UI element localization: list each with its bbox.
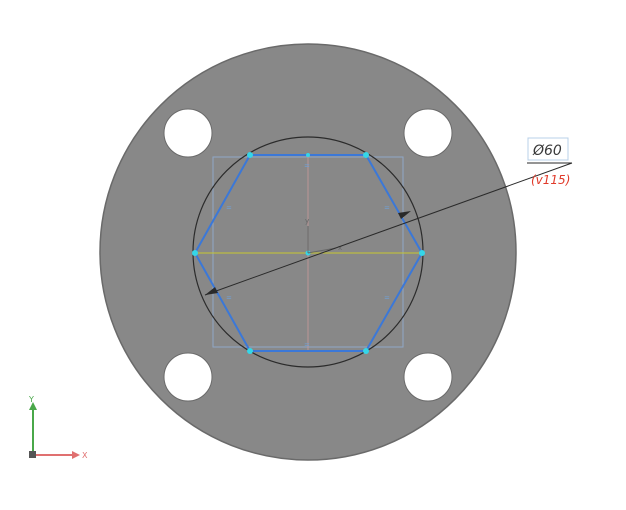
diameter-dimension[interactable]: Ø60 (v115): [204, 137, 573, 296]
bolt-hole-top-left[interactable]: [163, 108, 213, 158]
y-axis-label: Y: [28, 395, 34, 404]
dimension-arrow-right: [398, 211, 411, 219]
bolt-hole-bottom-left[interactable]: [163, 352, 213, 402]
vertex-point[interactable]: [419, 250, 425, 256]
axes-indicator: Y X: [28, 395, 88, 460]
dimension-value[interactable]: Ø60: [532, 143, 562, 159]
equal-constraint-mark: =: [226, 204, 232, 212]
vertex-point[interactable]: [363, 348, 369, 354]
x-axis-arrow: [72, 451, 80, 459]
equal-constraint-mark: =: [304, 162, 310, 170]
sketch-origin-icon: y x: [305, 217, 342, 254]
vertex-point[interactable]: [247, 348, 253, 354]
bolt-hole-top-right[interactable]: [403, 108, 453, 158]
dimension-arrow-left: [205, 287, 218, 295]
vertex-point[interactable]: [192, 250, 198, 256]
dimension-line[interactable]: [204, 162, 573, 296]
bolt-hole-bottom-right[interactable]: [403, 352, 453, 402]
dimension-variable[interactable]: (v115): [531, 173, 570, 187]
sketch-origin-x-label: x: [338, 244, 342, 252]
equal-constraint-mark: =: [304, 341, 310, 349]
y-axis-arrow: [29, 402, 37, 410]
equal-constraint-mark: =: [384, 204, 390, 212]
midpoint[interactable]: [306, 153, 310, 157]
vertex-point[interactable]: [363, 152, 369, 158]
equal-constraint-marks: = = = = = =: [226, 162, 390, 349]
sketch-origin-y-label: y: [305, 217, 309, 225]
axes-origin-marker: [29, 451, 36, 458]
x-axis-label: X: [82, 451, 88, 460]
vertex-point[interactable]: [247, 152, 253, 158]
sketch-vertices: [192, 152, 425, 354]
equal-constraint-mark: =: [226, 294, 232, 302]
dimension-value-box[interactable]: [527, 137, 569, 161]
equal-constraint-mark: =: [384, 294, 390, 302]
